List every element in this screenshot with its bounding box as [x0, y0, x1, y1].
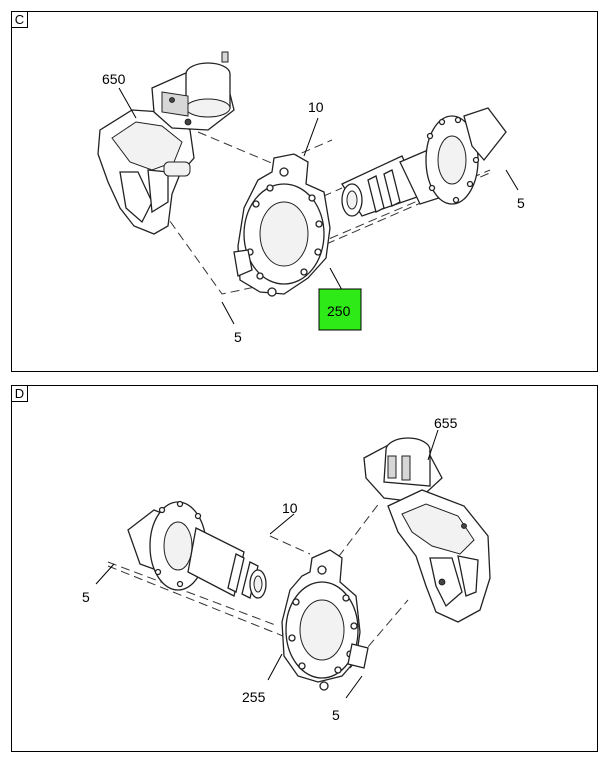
assembly-line — [269, 535, 311, 555]
panel-d: D — [11, 385, 598, 752]
part-label-caliper: 650 — [102, 71, 126, 87]
leader-line — [427, 429, 439, 461]
leader-line — [221, 301, 235, 325]
part-label-bolts-right: 5 — [517, 195, 525, 211]
part-label-bolts-right: 5 — [332, 707, 340, 723]
leader-line — [505, 169, 519, 191]
part-label-seal: 255 — [242, 689, 266, 705]
leader-line — [269, 513, 295, 535]
leader-line — [267, 653, 283, 681]
leader-line — [303, 117, 319, 157]
leader-line — [95, 563, 115, 585]
part-label-highlighted: 250 — [327, 303, 351, 319]
caliper-assembly — [97, 51, 235, 235]
panel-d-drawing: 655 10 5 255 5 — [82, 415, 491, 723]
part-label-anchor-plate: 10 — [308, 99, 324, 115]
panel-c: C — [11, 11, 598, 372]
leader-line — [118, 87, 137, 119]
assembly-line — [161, 209, 313, 295]
panel-letter: C — [11, 11, 28, 28]
assembly-line — [197, 131, 275, 165]
leader-line — [345, 675, 363, 699]
part-label-bolts-left: 5 — [234, 329, 242, 345]
assembly-line — [275, 139, 333, 165]
spindle — [341, 107, 507, 217]
highlight-box — [318, 288, 362, 331]
spindle — [127, 500, 267, 599]
panel-letter: D — [11, 385, 28, 402]
part-label-bolts-left: 5 — [82, 589, 90, 605]
assembly-line — [107, 561, 279, 627]
panel-c-drawing: 650 10 5 5 250 — [97, 51, 525, 345]
part-label-anchor-plate: 10 — [282, 500, 298, 516]
part-label-caliper: 655 — [434, 415, 458, 431]
anchor-plate — [281, 549, 369, 691]
leader-line — [329, 267, 343, 291]
anchor-plate — [233, 153, 331, 297]
caliper-assembly — [363, 437, 491, 623]
